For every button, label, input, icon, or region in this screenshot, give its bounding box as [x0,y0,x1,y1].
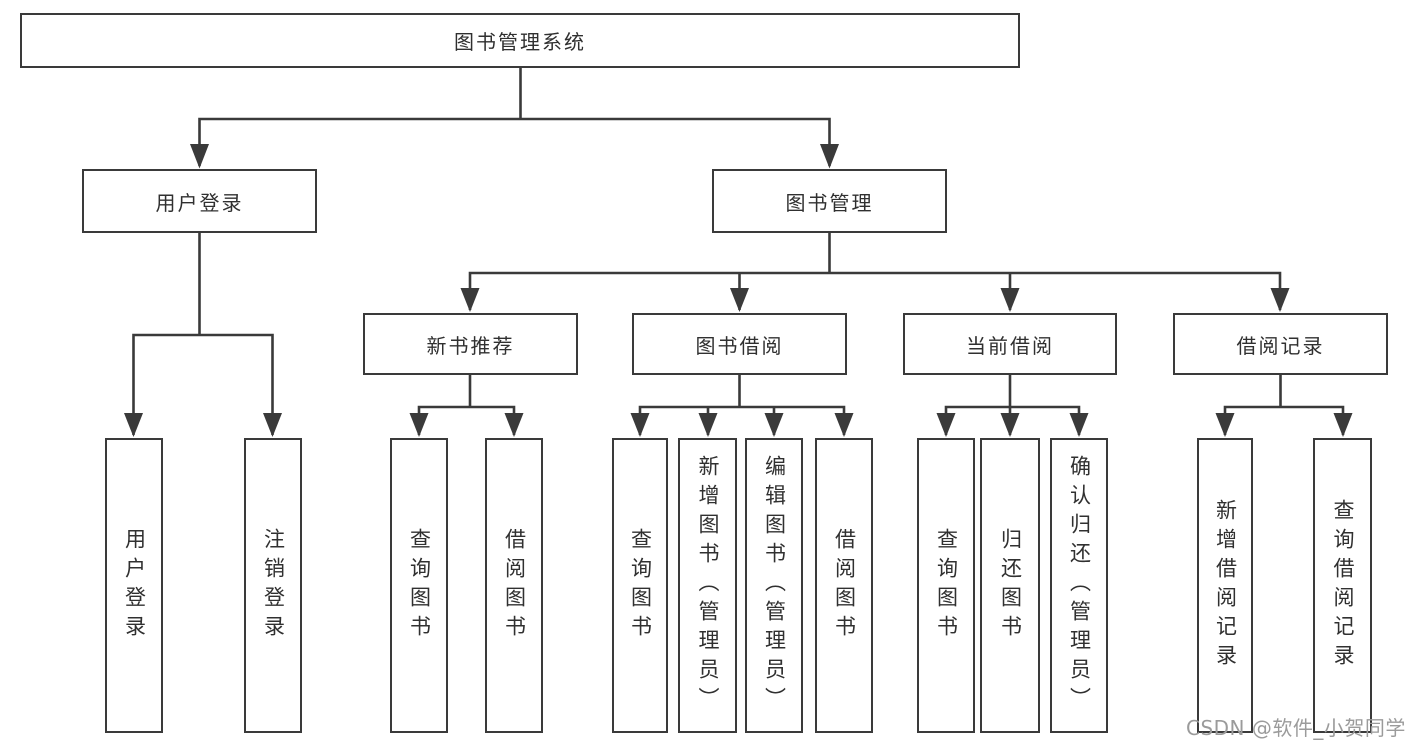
node-current-borrow-label: 当前借阅 [966,333,1054,358]
leaf-add-book-admin: 新增图书（管理员） [678,438,737,733]
node-new-book-recommend: 新书推荐 [363,313,578,375]
node-root-label: 图书管理系统 [454,30,586,54]
leaf-search-books-current-label: 查询图书 [934,527,959,644]
node-current-borrow: 当前借阅 [903,313,1117,375]
node-book-borrow: 图书借阅 [632,313,847,375]
node-user-login-label: 用户登录 [155,190,244,215]
node-borrow-records-label: 借阅记录 [1236,333,1325,358]
leaf-search-books-current: 查询图书 [917,438,975,733]
node-borrow-records: 借阅记录 [1173,313,1388,375]
node-book-management-label: 图书管理 [785,190,874,215]
node-book-borrow-label: 图书借阅 [695,333,784,358]
leaf-search-books-recommend: 查询图书 [390,438,448,733]
leaf-search-borrow-record: 查询借阅记录 [1313,438,1372,733]
leaf-borrow-books-recommend-label: 借阅图书 [502,527,527,644]
leaf-edit-book-admin: 编辑图书（管理员） [745,438,803,733]
leaf-search-books-borrow-label: 查询图书 [628,527,653,644]
csdn-watermark: CSDN @软件_小贺同学 [1186,716,1405,740]
leaf-search-books-recommend-label: 查询图书 [407,527,432,644]
leaf-add-borrow-record: 新增借阅记录 [1197,438,1253,733]
leaf-add-borrow-record-label: 新增借阅记录 [1213,498,1238,673]
leaf-confirm-return-admin-label: 确认归还（管理员） [1067,455,1092,716]
leaf-logout: 注销登录 [244,438,302,733]
leaf-edit-book-admin-label: 编辑图书（管理员） [762,455,787,716]
node-new-book-recommend-label: 新书推荐 [426,333,515,358]
leaf-user-login-label: 用户登录 [122,527,147,644]
leaf-return-books-label: 归还图书 [998,527,1023,644]
leaf-borrow-books-label: 借阅图书 [832,527,857,644]
leaf-confirm-return-admin: 确认归还（管理员） [1050,438,1108,733]
leaf-return-books: 归还图书 [980,438,1040,733]
leaf-user-login: 用户登录 [105,438,163,733]
leaf-add-book-admin-label: 新增图书（管理员） [696,455,721,716]
node-book-management: 图书管理 [712,169,947,233]
leaf-search-books-borrow: 查询图书 [612,438,668,733]
node-user-login: 用户登录 [82,169,317,233]
leaf-borrow-books-recommend: 借阅图书 [485,438,543,733]
leaf-logout-label: 注销登录 [261,527,286,644]
leaf-borrow-books: 借阅图书 [815,438,873,733]
node-root: 图书管理系统 [20,13,1020,68]
leaf-search-borrow-record-label: 查询借阅记录 [1331,498,1356,673]
